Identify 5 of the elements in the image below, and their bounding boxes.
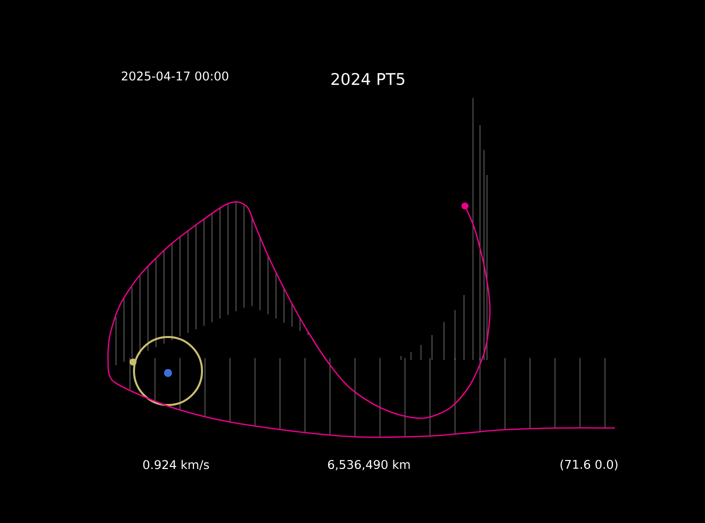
value-label: 0.924 km/s [143, 460, 209, 470]
date-label: 2025-04-17 00:00 [122, 71, 228, 81]
value-label: 6,536,490 km [328, 460, 410, 470]
value-label: (71.6 0.0) [560, 460, 618, 470]
title: 2024 PT5 [331, 72, 404, 86]
